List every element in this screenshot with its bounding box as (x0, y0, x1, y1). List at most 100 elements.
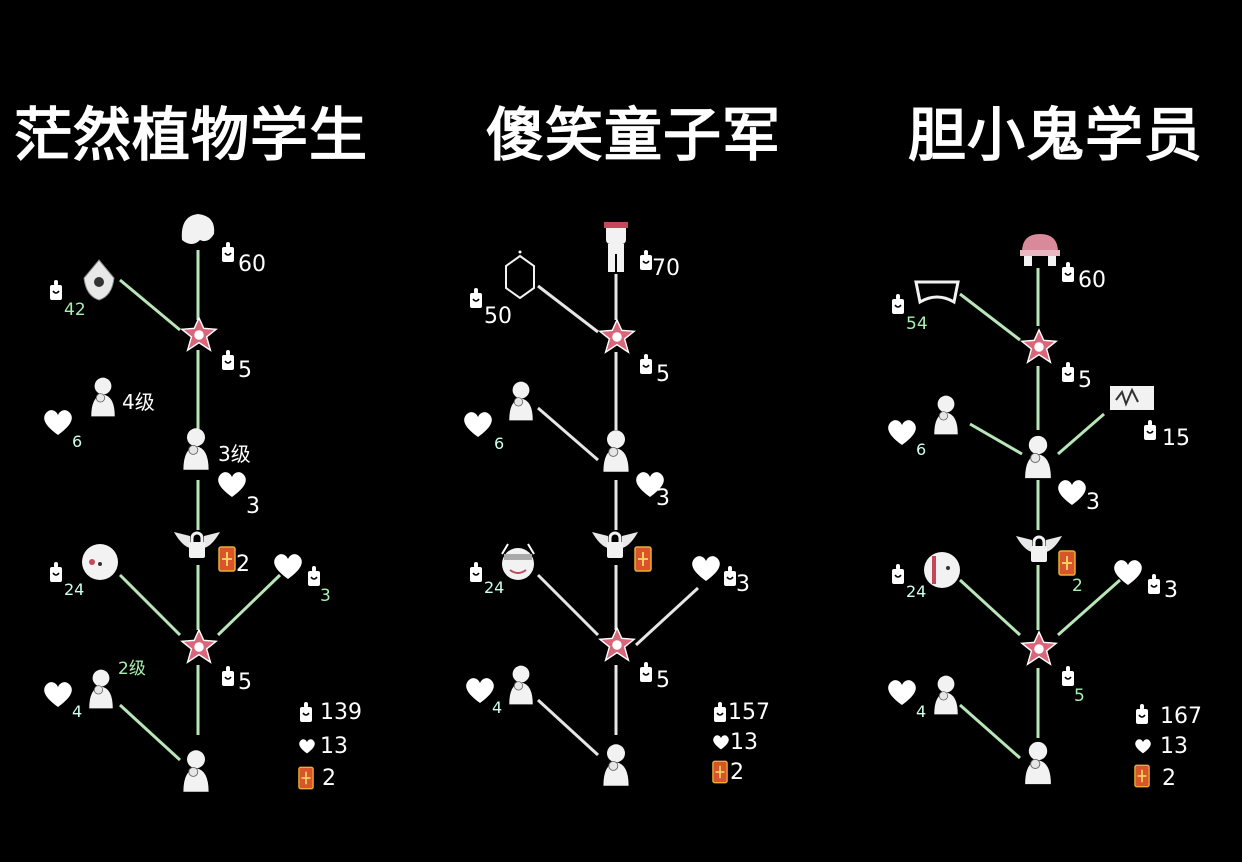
mask-icon[interactable] (498, 542, 538, 582)
heart-icon[interactable] (690, 554, 722, 582)
star1-cost: 5 (1078, 368, 1092, 393)
column-title-2: 傻笑童子军 (486, 88, 781, 172)
heart-icon (1056, 478, 1088, 506)
total-hearts: 13 (1160, 734, 1188, 759)
total-tickets: 2 (730, 760, 744, 785)
candle-icon (220, 350, 236, 372)
level-3-label: 3级 (218, 438, 251, 467)
tree-column-2: 70 50 5 6 3 24 3 5 4 157 13 2 (438, 190, 818, 830)
star2-cost: 5 (1074, 686, 1085, 706)
candle-icon (638, 662, 654, 684)
candle-icon (1134, 704, 1150, 726)
heart-icon (1134, 738, 1152, 754)
tree-column-1: 60 42 5 4级 6 3级 3 2 24 3 5 2级 4 139 13 2 (20, 190, 400, 830)
ticket-icon (1058, 550, 1076, 576)
cape-cost: 54 (906, 314, 928, 334)
level-4-label: 4级 (122, 386, 155, 415)
top-cost: 70 (652, 256, 680, 281)
ticket-icon (712, 760, 728, 784)
candle-icon (220, 242, 236, 264)
column-title-3: 胆小鬼学员 (908, 88, 1203, 172)
emote-icon[interactable] (504, 380, 538, 422)
emote-icon[interactable] (928, 674, 964, 716)
gate-cost: 2 (236, 552, 250, 577)
heart-bottom-cost: 4 (72, 702, 82, 721)
candle-icon (1146, 574, 1162, 596)
total-candles: 139 (320, 700, 362, 725)
heart-left-cost: 6 (494, 434, 504, 453)
total-hearts: 13 (730, 730, 758, 755)
heart-mid-cost: 3 (656, 486, 670, 511)
hairstyle-icon[interactable] (178, 210, 218, 250)
emote-icon[interactable] (178, 426, 214, 472)
star2-cost: 5 (238, 670, 252, 695)
top-cost: 60 (238, 252, 266, 277)
emote-icon[interactable] (84, 668, 118, 710)
heart-left-cost: 6 (916, 440, 926, 459)
emote-icon[interactable] (504, 664, 538, 706)
star-node-icon[interactable] (1020, 630, 1058, 668)
total-tickets: 2 (322, 766, 336, 791)
candle-icon (1060, 362, 1076, 384)
tree-lines-2 (438, 190, 818, 830)
cape-cost: 50 (484, 304, 512, 329)
heart-icon (462, 410, 494, 438)
heart-icon (886, 418, 918, 446)
star-node-icon[interactable] (1020, 328, 1058, 366)
star-node-icon[interactable] (598, 318, 636, 356)
heart-icon (298, 738, 316, 754)
candle-icon (1060, 666, 1076, 688)
gate-icon[interactable] (172, 526, 222, 566)
candle-icon (468, 288, 484, 310)
cape-icon[interactable] (914, 278, 960, 308)
candle-icon (638, 354, 654, 376)
ticket-icon (298, 766, 314, 790)
emote-icon[interactable] (928, 394, 964, 436)
emote-icon[interactable] (598, 428, 634, 474)
ticket-icon (634, 546, 652, 572)
hat-icon[interactable] (1018, 230, 1062, 270)
candle-icon (890, 294, 906, 316)
ticket-icon (218, 546, 236, 572)
prop-cost: 15 (1162, 426, 1190, 451)
heart-mid-cost: 3 (1086, 490, 1100, 515)
heart-icon[interactable] (272, 552, 304, 580)
prop-icon[interactable] (1108, 382, 1156, 414)
emote-icon[interactable] (1018, 434, 1058, 480)
emote-icon[interactable] (598, 742, 634, 788)
cape-icon[interactable] (82, 258, 116, 302)
candle-icon (468, 562, 484, 584)
level-2-label: 2级 (118, 654, 146, 679)
ticket-icon (1134, 764, 1150, 788)
gate-icon[interactable] (1014, 530, 1064, 570)
candle-icon (306, 566, 322, 588)
candle-icon (48, 280, 64, 302)
star-node-icon[interactable] (598, 626, 636, 664)
heart-mid-cost: 3 (246, 494, 260, 519)
mask-icon[interactable] (922, 550, 962, 590)
heart-right-cost: 3 (1164, 578, 1178, 603)
candle-icon (298, 702, 314, 724)
heart-bottom-cost: 4 (492, 698, 502, 717)
star1-cost: 5 (238, 358, 252, 383)
candle-icon (1060, 262, 1076, 284)
star-node-icon[interactable] (180, 316, 218, 354)
cape-icon[interactable] (502, 250, 538, 302)
outfit-icon[interactable] (600, 220, 632, 274)
mask-cost: 24 (484, 578, 504, 597)
star-node-icon[interactable] (180, 628, 218, 666)
candle-icon (220, 666, 236, 688)
mask-icon[interactable] (80, 542, 120, 582)
emote-icon[interactable] (1018, 740, 1058, 786)
heart-icon[interactable] (1112, 558, 1144, 586)
total-candles: 157 (728, 700, 770, 725)
candle-icon (1142, 420, 1158, 442)
star1-cost: 5 (656, 362, 670, 387)
gate-icon[interactable] (590, 526, 640, 566)
heart-icon (216, 470, 248, 498)
candle-icon (712, 702, 728, 724)
emote-icon[interactable] (86, 376, 120, 418)
heart-icon (42, 680, 74, 708)
emote-icon[interactable] (178, 748, 214, 794)
gate-cost: 2 (1072, 576, 1083, 596)
